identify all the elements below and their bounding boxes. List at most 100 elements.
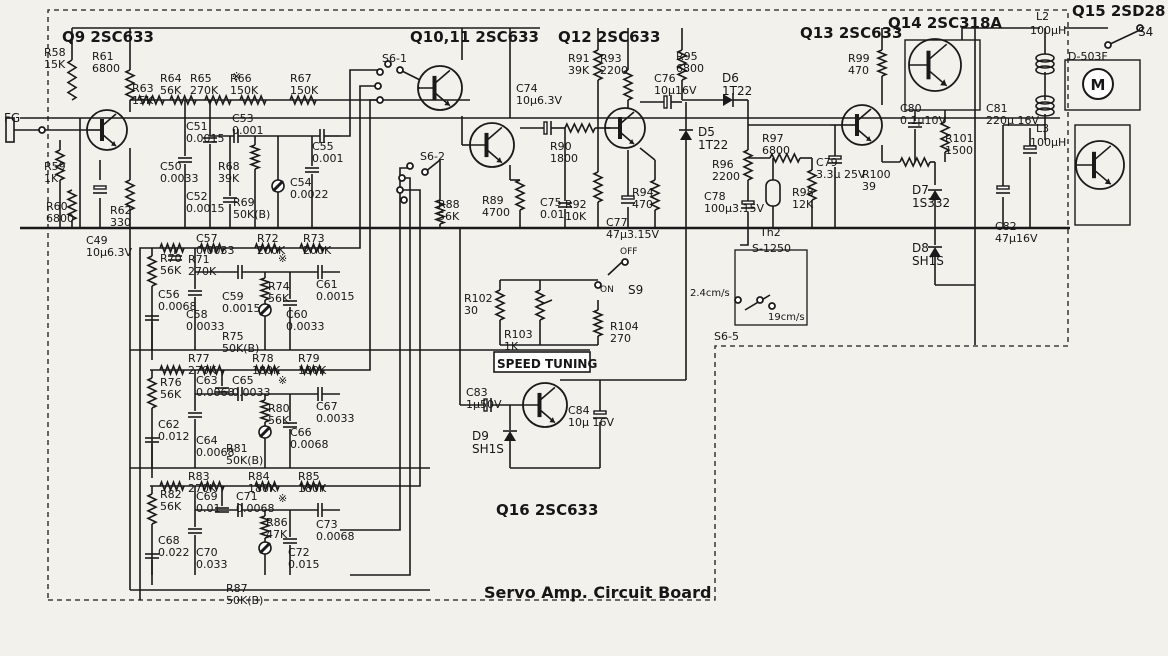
r88-resistor (433, 199, 447, 225)
capacitor-c63-ref: C63 (196, 374, 218, 387)
resistor-r90-value: 1800 (550, 152, 578, 165)
s4-label: S4 (1138, 25, 1153, 39)
r67-resistor (289, 93, 317, 107)
capacitor-c68-value: 0.022 (158, 546, 190, 559)
c54-capacitor (305, 167, 319, 173)
capacitor-c49-ref: C49 (86, 234, 108, 247)
s6-2-label: S6-2 (420, 150, 445, 163)
capacitor-c82-ref: C82 (995, 220, 1017, 233)
c75-capacitor (558, 202, 572, 208)
capacitor-c67-value: 0.0033 (316, 412, 355, 425)
c68-capacitor (145, 553, 159, 559)
resistor-r83-ref: R83 (188, 470, 210, 483)
terminal (406, 162, 414, 170)
diode-d6-ref: D6 (722, 71, 739, 85)
r93-resistor (622, 69, 634, 101)
resistor-r76-value: 56K (160, 388, 182, 401)
resistor-r76-ref: R76 (160, 376, 182, 389)
capacitor-c74-value: 10μ6.3V (516, 94, 562, 107)
s9-on-label: ON (600, 285, 614, 295)
capacitor-c51-value: 0.0015 (186, 132, 225, 145)
resistor-r98-ref: R98 (792, 186, 814, 199)
c52-capacitor (223, 197, 237, 203)
r74-resistor (258, 277, 272, 301)
q14-transistor (908, 38, 962, 92)
resistor-r83-value: 270K (188, 482, 217, 495)
s6-5-label: S6-5 (714, 330, 739, 343)
resistor-r90-ref: R90 (550, 140, 572, 153)
resistor-r88-value: 56K (438, 210, 460, 223)
c64-capacitor (188, 412, 202, 418)
r58-resistor (66, 59, 78, 101)
resistor-r63-ref: R63 (132, 82, 154, 95)
resistor-r87-value: 50K(B) (226, 594, 263, 607)
diode-d7-value: 1S332 (912, 196, 950, 210)
l3-ref: L3 (1036, 122, 1049, 135)
resistor-r94-ref: R94 (632, 186, 654, 199)
capacitor-c69-ref: C69 (196, 490, 218, 503)
d9-diode (503, 430, 517, 441)
wiring (14, 9, 1141, 601)
diode-d9-ref: D9 (472, 429, 489, 443)
c76-capacitor (663, 95, 672, 109)
resistor-r95-ref: R95 (676, 50, 698, 63)
r64-resistor (169, 93, 197, 107)
r85-resistor (254, 479, 280, 493)
capacitor-c82-value: 47μ16V (995, 232, 1038, 245)
th2-value: S-1250 (752, 242, 791, 255)
speed-tuning-label: SPEED TUNING (497, 357, 597, 371)
resistor-r74-value: 56K (268, 292, 290, 305)
r81-potentiometer (258, 425, 272, 439)
c50-capacitor (178, 157, 192, 163)
r94-resistor (649, 179, 661, 211)
motor-outline (1064, 59, 1141, 111)
capacitor-c62-ref: C62 (158, 418, 180, 431)
resistor-r75-ref: R75 (222, 330, 244, 343)
r101-resistor (939, 121, 951, 153)
capacitor-c69-value: 0.01 (196, 502, 221, 515)
resistor-r89-value: 4700 (482, 206, 510, 219)
c53-capacitor (233, 129, 239, 143)
capacitor-c73-value: 0.0068 (316, 530, 355, 543)
capacitor-c80-ref: C80 (900, 102, 922, 115)
r60-resistor (66, 189, 78, 221)
resistor-r96-ref: R96 (712, 158, 734, 171)
resistor-r102-ref: R102 (464, 292, 493, 305)
l2-value: 100μH (1030, 24, 1066, 37)
resistor-r87-ref: R87 (226, 582, 248, 595)
motor-label: M (1091, 76, 1106, 94)
capacitor-c70-ref: C70 (196, 546, 218, 559)
r99-resistor (875, 49, 889, 77)
q15-label: Q15 2SD28 (1072, 2, 1165, 20)
c62-capacitor (145, 437, 159, 443)
capacitor-c56-value: 0.0068 (158, 300, 197, 313)
resistor-r72-value: 200K (257, 244, 286, 257)
capacitor-c78-ref: C78 (704, 190, 726, 203)
capacitor-c80-value: 0.1μ10V (900, 114, 946, 127)
capacitor-c59-ref: C59 (222, 290, 244, 303)
terminal (400, 196, 408, 204)
c79-capacitor (828, 155, 842, 164)
resistor-r61-value: 6800 (92, 62, 120, 75)
l2-inductor (1035, 53, 1055, 75)
terminal (374, 82, 382, 90)
resistor-r85-value: 180K (298, 482, 327, 495)
c57-capacitor (168, 255, 182, 261)
resistor-r78-ref: R78 (252, 352, 274, 365)
r100-resistor (899, 156, 931, 168)
capacitor-c84-ref: C84 (568, 404, 590, 417)
c71-capacitor (237, 503, 243, 517)
fg-pickup-icon (5, 117, 15, 143)
resistor-r88-ref: R88 (438, 198, 460, 211)
r70-resistor-b (299, 241, 325, 255)
capacitor-c58-value: 0.0033 (186, 320, 225, 333)
r61-resistor (124, 69, 136, 101)
resistor-r67-ref: R67 (290, 72, 312, 85)
capacitor-c78-value: 100μ3.15V (704, 202, 764, 215)
d6-diode (723, 93, 734, 107)
capacitor-c79-ref: C79 (816, 156, 838, 169)
d5-diode (679, 129, 693, 140)
capacitor-c61-ref: C61 (316, 278, 338, 291)
terminal (756, 296, 764, 304)
resistor-r101-value: 1500 (945, 144, 973, 157)
